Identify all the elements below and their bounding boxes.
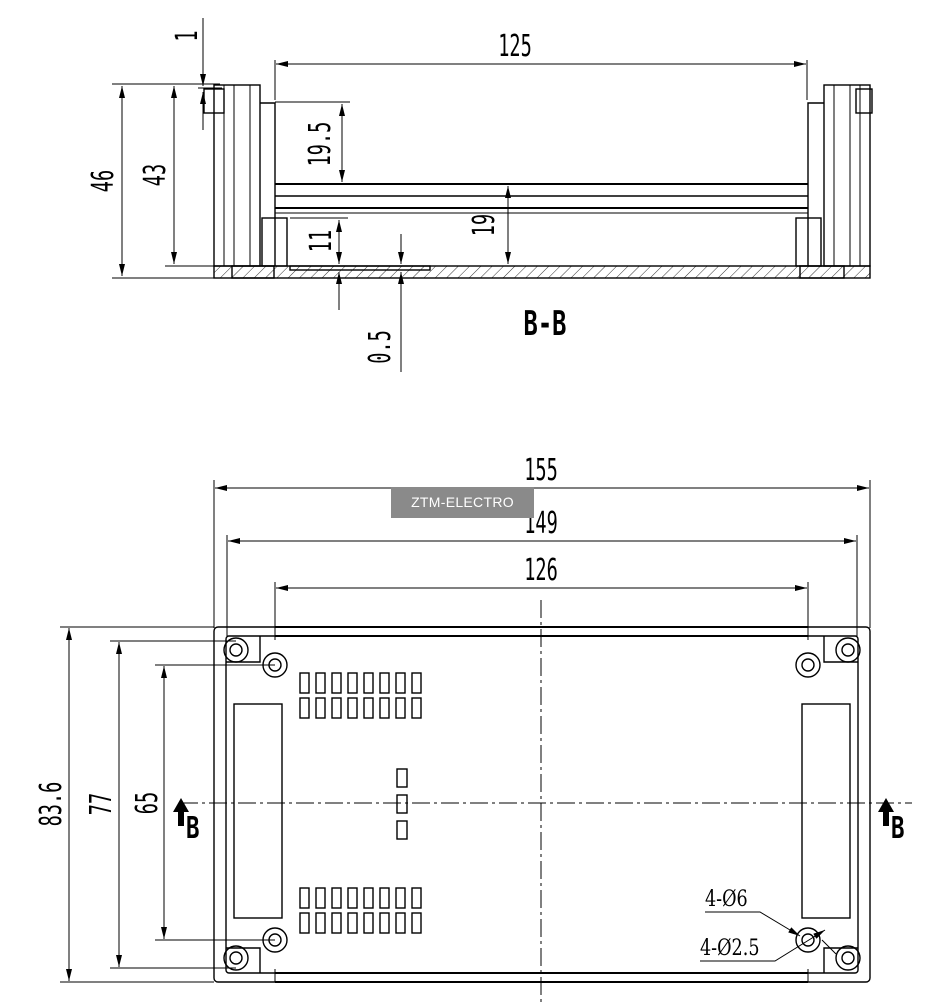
corner-holes xyxy=(223,637,861,971)
vent-slot xyxy=(411,887,422,909)
vent-slot xyxy=(395,912,406,934)
enclosure-outline xyxy=(213,626,871,983)
vent-slots-top xyxy=(299,672,422,719)
vent-slot xyxy=(395,697,406,719)
dim-65: 65 xyxy=(129,792,164,814)
vent-slot xyxy=(299,912,310,934)
dim-77: 77 xyxy=(83,793,118,815)
hole-callout-2-5: 4-Ø2.5 xyxy=(700,935,760,960)
watermark-label: ZTM-ELECTRO xyxy=(391,487,534,518)
dim-126: 126 xyxy=(524,552,558,587)
vent-slot xyxy=(299,672,310,694)
vent-slot xyxy=(411,912,422,934)
vent-slot xyxy=(331,912,342,934)
section-marker-left: B xyxy=(173,798,200,846)
section-right-wall xyxy=(795,84,873,279)
vent-slot xyxy=(315,887,326,909)
vent-slot xyxy=(347,887,358,909)
dim-125: 125 xyxy=(498,28,532,63)
dim-83-6: 83.6 xyxy=(33,782,68,827)
vent-slot xyxy=(379,672,390,694)
vent-slot xyxy=(379,697,390,719)
section-floor xyxy=(213,265,871,279)
section-marker-right: B xyxy=(878,798,905,846)
vent-slot xyxy=(299,697,310,719)
vent-slot xyxy=(363,887,374,909)
dim-155: 155 xyxy=(524,452,558,487)
vent-slot xyxy=(315,912,326,934)
vent-slot xyxy=(379,912,390,934)
vent-slot xyxy=(363,697,374,719)
dim-19-5: 19.5 xyxy=(302,122,337,167)
svg-text:B: B xyxy=(186,811,200,846)
vent-slot xyxy=(363,672,374,694)
vent-slot xyxy=(331,672,342,694)
vent-slot xyxy=(331,697,342,719)
dim-19: 19 xyxy=(466,214,501,236)
dim-11: 11 xyxy=(303,230,338,252)
dim-1: 1 xyxy=(169,30,204,41)
dim-0-5: 0.5 xyxy=(362,330,397,364)
vent-slots-bottom xyxy=(299,887,422,934)
vent-slot xyxy=(331,887,342,909)
vent-slot xyxy=(315,697,326,719)
vent-slot xyxy=(395,672,406,694)
vent-slot xyxy=(315,672,326,694)
vent-slot xyxy=(379,887,390,909)
vent-slot xyxy=(411,697,422,719)
vent-slot xyxy=(363,912,374,934)
section-left-wall xyxy=(203,84,288,279)
vent-slot xyxy=(347,672,358,694)
vent-slot xyxy=(347,697,358,719)
section-title: B-B xyxy=(524,304,567,343)
vent-slot xyxy=(395,887,406,909)
plan-view: 155 149 126 83.6 77 65 4-Ø6 4-Ø2.5 xyxy=(33,452,912,1004)
vent-slot xyxy=(299,887,310,909)
vent-slot xyxy=(411,672,422,694)
section-view: 125 1 46 43 19.5 19 11 0.5 xyxy=(85,18,873,372)
dim-46: 46 xyxy=(85,170,120,192)
svg-text:B: B xyxy=(891,811,905,846)
dim-43: 43 xyxy=(137,164,172,186)
hole-callout-6: 4-Ø6 xyxy=(705,886,748,911)
vent-slot xyxy=(347,912,358,934)
